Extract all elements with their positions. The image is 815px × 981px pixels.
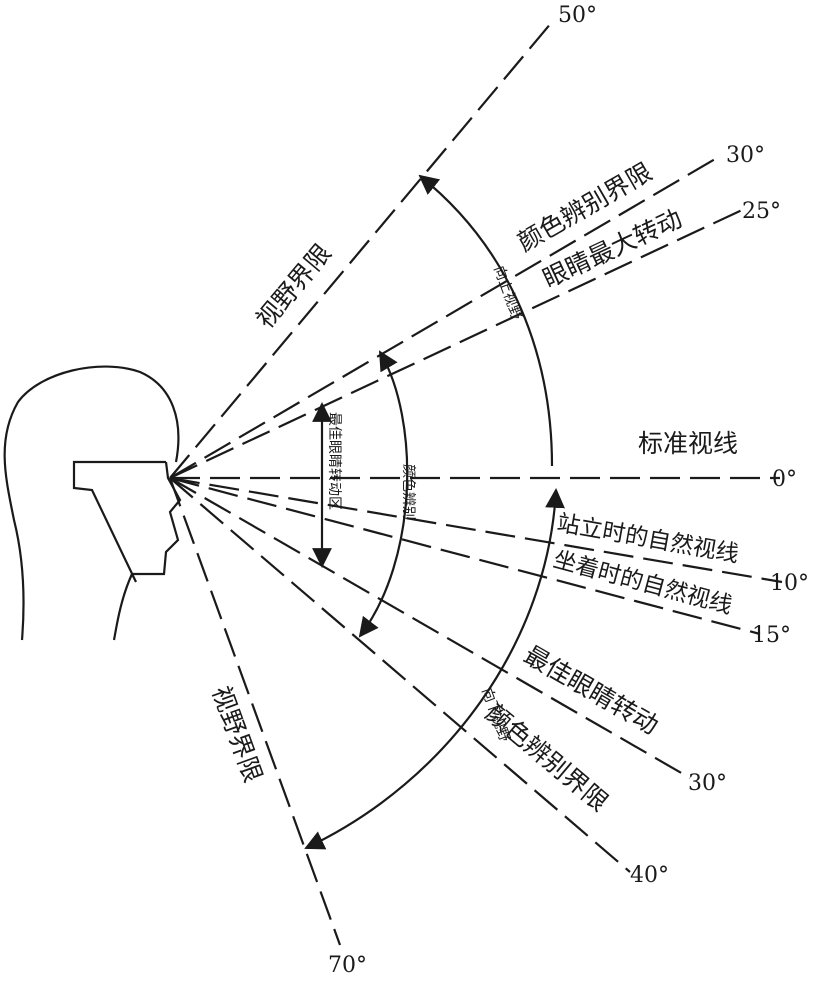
arc-down-view	[306, 490, 556, 848]
arc-up-view	[420, 176, 552, 466]
text-labels: 视野界限 颜色辨别界限 眼睛最大转动 标准视线 站立时的自然视线 坐着时的自然视…	[206, 157, 740, 817]
label-color-discrimination: 颜色辨别	[400, 464, 417, 520]
label-best-eye-rotation: 最佳眼睛转动	[519, 640, 663, 740]
ray-50	[170, 22, 552, 478]
angle-70: 70°	[328, 953, 367, 976]
head-silhouette	[5, 367, 180, 640]
angle-30-up: 30°	[726, 143, 765, 168]
label-best-rotation-zone: 最佳眼睛转动区	[326, 412, 342, 510]
label-standard-line: 标准视线	[638, 429, 738, 458]
label-field-limit-lower: 视野界限	[206, 682, 267, 786]
label-field-limit-upper: 视野界限	[250, 239, 337, 334]
angle-0: 0°	[772, 467, 797, 492]
angle-10: 10°	[770, 571, 809, 596]
angle-50: 50°	[558, 3, 597, 28]
angle-25: 25°	[742, 199, 781, 224]
angle-30-down: 30°	[688, 771, 727, 796]
angle-40: 40°	[630, 863, 669, 888]
ray-70-down	[170, 478, 340, 945]
angle-15: 15°	[752, 623, 791, 648]
upper-rays	[170, 22, 742, 478]
